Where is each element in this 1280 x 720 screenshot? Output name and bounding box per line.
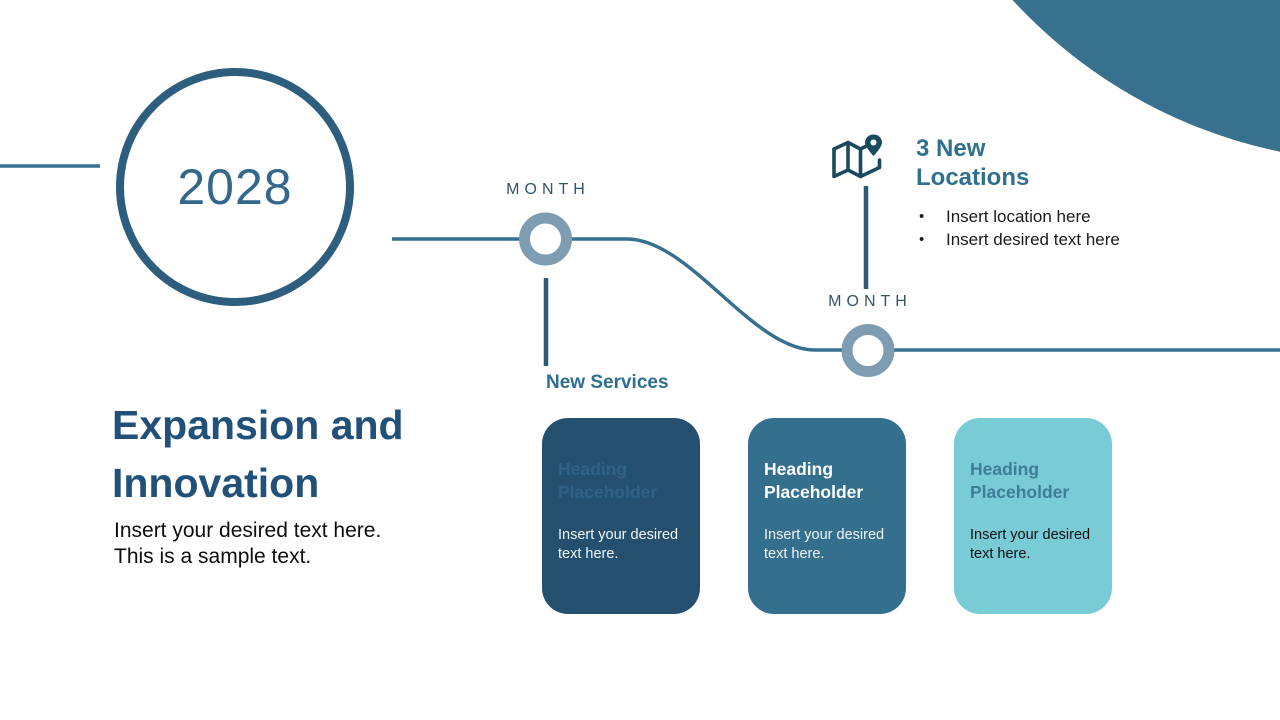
content-card-1: Heading Placeholder Insert your desired … [542, 418, 700, 614]
locations-heading-line1: 3 New [916, 135, 986, 162]
content-card-3: Heading Placeholder Insert your desired … [954, 418, 1112, 614]
locations-callout: 3 New Locations • Insert location here •… [916, 134, 1216, 251]
content-card-2: Heading Placeholder Insert your desired … [748, 418, 906, 614]
milestone1-month-label: MONTH [506, 181, 590, 198]
bullet-icon: • [919, 208, 925, 225]
milestone2-marker [841, 324, 895, 377]
bullet-text: Insert location here [946, 207, 1091, 226]
card-heading: Heading Placeholder [558, 459, 658, 502]
milestone1-marker [519, 212, 572, 266]
card-body-text: Insert your desired text here. [558, 527, 679, 562]
map-location-icon [832, 134, 882, 179]
card-heading: Heading Placeholder [970, 459, 1070, 502]
locations-bullet-list: • Insert location here • Insert desired … [916, 205, 1216, 251]
bullet-text: Insert desired text here [946, 230, 1120, 249]
card-heading: Heading Placeholder [764, 459, 864, 502]
bullet-icon: • [919, 231, 925, 248]
card-body-text: Insert your desired text here. [970, 527, 1091, 562]
timeline-curve [392, 237, 1280, 352]
locations-heading: 3 New Locations [916, 134, 1216, 192]
slide-subtitle: Insert your desired text here. This is a… [114, 518, 454, 570]
subtitle-line1: Insert your desired text here. [114, 519, 382, 542]
slide-title: Expansion and Innovation [112, 402, 404, 506]
subtitle-line2: This is a sample text. [114, 545, 312, 568]
milestone1-caption: New Services [546, 372, 669, 393]
locations-heading-line2: Locations [916, 164, 1030, 191]
card-body-text: Insert your desired text here. [764, 527, 885, 562]
list-item: • Insert location here [916, 205, 1216, 228]
milestone2-month-label: MONTH [828, 293, 912, 310]
year-label: 2028 [177, 159, 293, 215]
list-item: • Insert desired text here [916, 228, 1216, 251]
year-circle: 2028 [116, 68, 354, 306]
